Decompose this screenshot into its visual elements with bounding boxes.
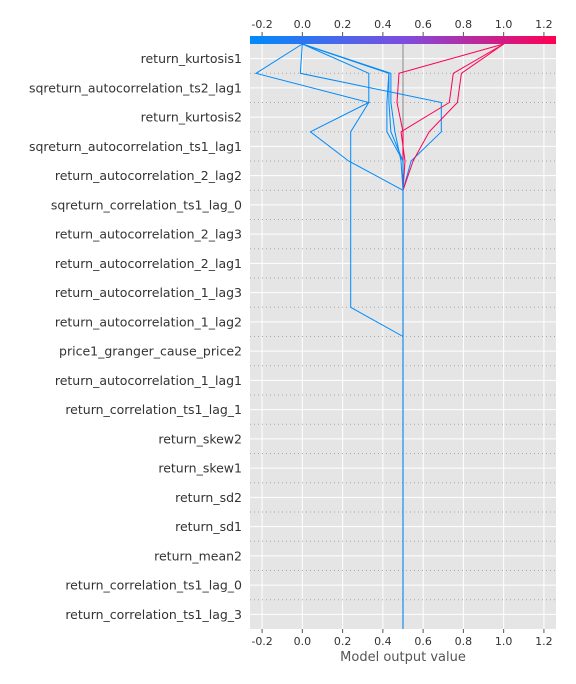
x-tick-label-bottom: 1.2 bbox=[535, 635, 553, 648]
feature-label: return_skew1 bbox=[158, 461, 242, 476]
feature-label: sqreturn_autocorrelation_ts1_lag1 bbox=[29, 139, 242, 154]
feature-label: return_skew2 bbox=[158, 431, 242, 446]
feature-label: sqreturn_autocorrelation_ts2_lag1 bbox=[29, 80, 242, 95]
x-tick-label-bottom: 0.4 bbox=[374, 635, 392, 648]
x-tick-label-bottom: 0.2 bbox=[334, 635, 352, 648]
colorbar bbox=[250, 36, 556, 44]
feature-label: return_kurtosis1 bbox=[141, 51, 242, 66]
feature-label: price1_granger_cause_price2 bbox=[59, 344, 242, 359]
feature-label: return_autocorrelation_1_lag1 bbox=[55, 373, 242, 388]
x-axis-title: Model output value bbox=[340, 650, 466, 665]
x-tick-label-top: 0.2 bbox=[334, 18, 352, 31]
feature-label: return_autocorrelation_1_lag3 bbox=[55, 285, 242, 300]
feature-label: return_kurtosis2 bbox=[141, 110, 242, 125]
x-tick-label-bottom: 0.6 bbox=[414, 635, 432, 648]
x-tick-label-bottom: -0.2 bbox=[251, 635, 272, 648]
feature-label: return_correlation_ts1_lag_3 bbox=[65, 607, 242, 622]
feature-label: return_autocorrelation_2_lag3 bbox=[55, 227, 242, 242]
feature-label: return_autocorrelation_2_lag2 bbox=[55, 168, 242, 183]
x-tick-label-top: -0.2 bbox=[251, 18, 272, 31]
feature-label: return_correlation_ts1_lag_1 bbox=[65, 402, 242, 417]
x-tick-label-bottom: 0.0 bbox=[294, 635, 312, 648]
feature-label: return_autocorrelation_2_lag1 bbox=[55, 256, 242, 271]
x-tick-label-top: 0.8 bbox=[455, 18, 473, 31]
x-tick-label-top: 0.6 bbox=[414, 18, 432, 31]
x-tick-label-top: 0.4 bbox=[374, 18, 392, 31]
x-tick-label-top: 1.2 bbox=[535, 18, 553, 31]
feature-label: return_autocorrelation_1_lag2 bbox=[55, 314, 242, 329]
feature-label: return_mean2 bbox=[154, 548, 242, 563]
decision-line bbox=[302, 43, 404, 629]
x-tick-label-top: 1.0 bbox=[495, 18, 513, 31]
feature-label: return_sd1 bbox=[175, 519, 242, 534]
feature-label: return_correlation_ts1_lag_0 bbox=[65, 578, 242, 593]
x-tick-label-bottom: 1.0 bbox=[495, 635, 513, 648]
x-tick-label-bottom: 0.8 bbox=[455, 635, 473, 648]
x-tick-label-top: 0.0 bbox=[294, 18, 312, 31]
feature-label: sqreturn_correlation_ts1_lag_0 bbox=[51, 197, 242, 212]
feature-label: return_sd2 bbox=[175, 490, 242, 505]
